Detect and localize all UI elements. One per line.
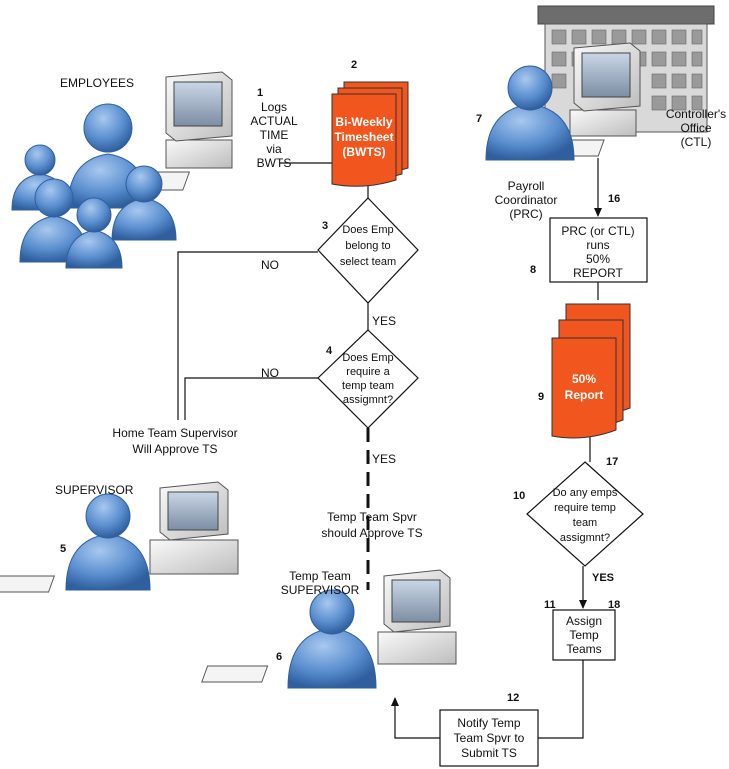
step-number-3: 3 <box>322 220 328 232</box>
edge-label-yes-3: YES <box>592 572 614 584</box>
step-number-9: 9 <box>538 391 544 403</box>
temp-supervisor-person-icon <box>287 589 377 689</box>
employees-label: EMPLOYEES <box>60 76 134 90</box>
employees-group-icon <box>11 103 177 269</box>
step-number-12: 12 <box>507 692 519 704</box>
step-number-18: 18 <box>608 599 620 611</box>
edge-p11-to-p12 <box>538 660 584 739</box>
step-number-17: 17 <box>606 456 618 468</box>
step-number-11: 11 <box>544 599 556 611</box>
supervisor-computer-icon <box>0 481 239 593</box>
edge-p12-to-temp <box>391 697 440 739</box>
step-number-8: 8 <box>530 264 536 276</box>
edge-d4-no <box>184 377 318 420</box>
svg-text:50%Report: 50%Report <box>565 372 604 402</box>
edge-label-no-1: NO <box>261 258 279 272</box>
step-number-4: 4 <box>326 345 333 357</box>
supervisor-label: SUPERVISOR <box>55 483 134 497</box>
edge-label-yes-1: YES <box>372 314 396 328</box>
step-number-1: 1 <box>257 87 263 99</box>
step-number-7: 7 <box>476 113 482 125</box>
temp-supervisor-computer-icon <box>201 569 457 683</box>
step-number-6: 6 <box>276 651 282 663</box>
edge-d3-no <box>177 251 318 420</box>
edge-label-yes-2: YES <box>372 452 396 466</box>
step-number-10: 10 <box>513 490 525 502</box>
supervisor-person-icon <box>65 493 151 591</box>
step-number-16: 16 <box>608 193 620 205</box>
step-number-2: 2 <box>351 59 357 71</box>
document-50-report: 50%Report <box>551 303 631 439</box>
connectors <box>177 158 602 739</box>
step-number-5: 5 <box>60 543 66 555</box>
payroll-coordinator-person-icon <box>485 65 575 161</box>
edge-label-no-2: NO <box>261 366 279 380</box>
